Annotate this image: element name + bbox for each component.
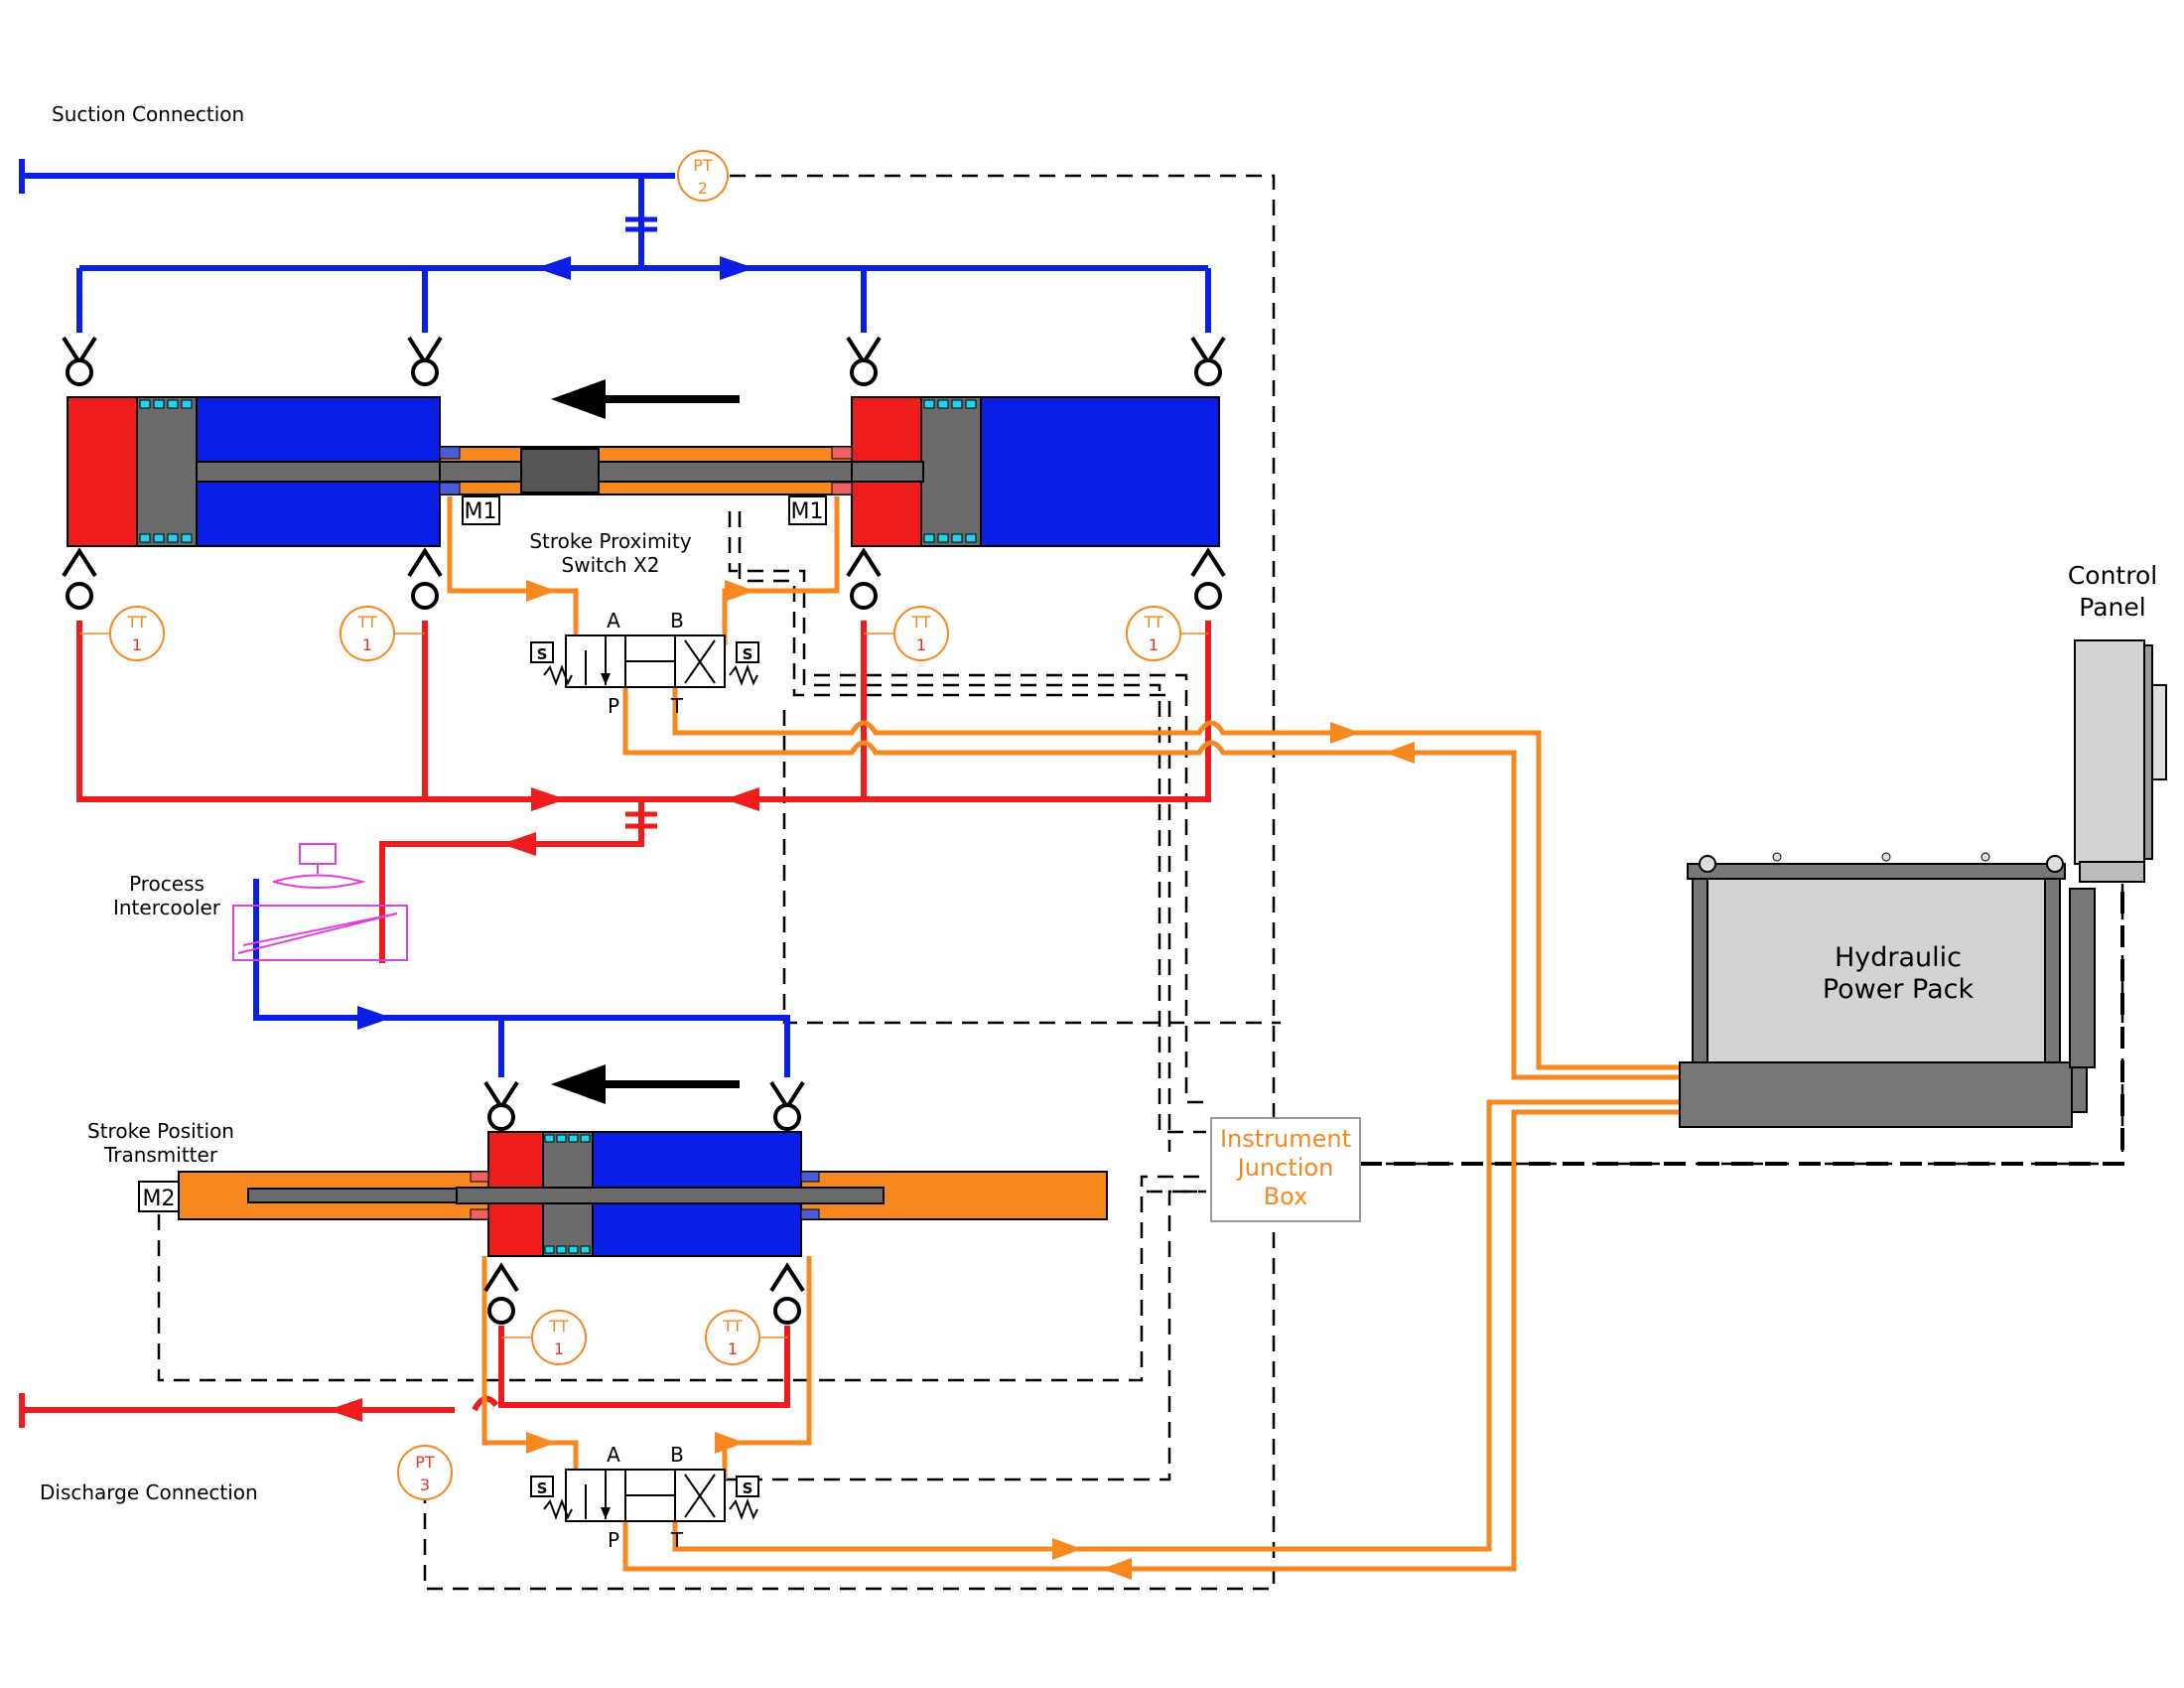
tt1-e-top: TT (548, 1317, 568, 1336)
direction-arrow-bottom (551, 1064, 740, 1104)
tt1-f-bot: 1 (728, 1339, 738, 1358)
control-panel (2074, 639, 2167, 883)
hpp-label-2: Power Pack (1823, 974, 1975, 1005)
valve-bot-p: P (608, 1528, 619, 1552)
tt1-d-bot: 1 (1149, 635, 1159, 654)
pt2-top: PT (693, 156, 713, 175)
tt1-c-top: TT (910, 613, 930, 632)
tt1-b-bot: 1 (362, 635, 372, 654)
suction-label: Suction Connection (52, 102, 244, 126)
tt1-c-bot: 1 (916, 635, 926, 654)
spt-label-2: Transmitter (103, 1143, 218, 1167)
flow-arrows-orange (526, 580, 1415, 1580)
m1-right-label: M1 (791, 499, 824, 524)
process-intercooler (232, 843, 408, 961)
hpp-label-1: Hydraulic (1835, 942, 1962, 973)
m2-box (138, 1181, 180, 1212)
flow-arrows-blue (357, 256, 754, 1030)
hydraulic-lines (447, 496, 1683, 1572)
stroke-prox-label-2: Switch X2 (562, 553, 660, 577)
flow-arrows-red (328, 787, 759, 1422)
tt1-b-top: TT (356, 613, 376, 632)
valve-bot-t: T (670, 1528, 684, 1552)
check-valves-first-stage (62, 336, 1226, 610)
pt3-top: PT (415, 1453, 435, 1472)
suction-flange (625, 216, 657, 232)
valve-top-p: P (608, 694, 619, 718)
discharge-label: Discharge Connection (40, 1480, 258, 1504)
valve-top-t: T (670, 694, 684, 718)
second-stage-cylinder (178, 1131, 1108, 1257)
pt2-bot: 2 (698, 179, 708, 198)
check-valves-second-stage (483, 1080, 805, 1325)
tt1-d-top: TT (1143, 613, 1162, 632)
hydraulic-power-pack (1679, 852, 2096, 1128)
valve-bot-b: B (670, 1443, 684, 1467)
pt3-bot: 3 (420, 1476, 430, 1494)
first-stage-hydraulic-cylinder (439, 446, 853, 495)
tt1-a-top: TT (126, 613, 146, 632)
directional-valve-top (530, 634, 759, 688)
tt1-a-bot: 1 (132, 635, 142, 654)
m2-label: M2 (143, 1187, 176, 1211)
m1-right-box (788, 495, 827, 525)
control-panel-label-1: Control (2068, 561, 2157, 590)
spt-label-1: Stroke Position (87, 1119, 234, 1143)
instrument-junction-box (1210, 1117, 1361, 1222)
valve-bot-a: A (607, 1443, 620, 1467)
tt1-e-bot: 1 (554, 1339, 564, 1358)
ijb-label-3: Box (1264, 1183, 1308, 1210)
stroke-prox-label-1: Stroke Proximity (529, 529, 691, 553)
m1-left-box (462, 495, 500, 525)
direction-arrow-top (551, 379, 740, 419)
directional-valve-bottom (530, 1469, 759, 1522)
m1-left-label: M1 (465, 499, 497, 524)
intercooler-label-1: Process (129, 872, 205, 896)
ijb-label-2: Junction (1236, 1154, 1334, 1182)
valve-top-s-right: S (743, 645, 753, 663)
tt1-f-top: TT (722, 1317, 742, 1336)
intercooler-label-2: Intercooler (113, 896, 221, 919)
control-panel-label-2: Panel (2079, 593, 2145, 622)
ijb-label-1: Instrument (1220, 1125, 1351, 1153)
valve-top-s-left: S (537, 645, 548, 663)
instrument-leaders (79, 633, 1208, 1338)
valve-top-a: A (607, 609, 620, 633)
discharge-piping (19, 621, 1211, 1428)
valve-top-b: B (670, 609, 684, 633)
signal-lines-heavy (1360, 889, 2124, 1166)
instrument-bubbles (109, 150, 1181, 1500)
discharge-flange (625, 811, 657, 829)
valve-bot-s-right: S (743, 1479, 753, 1497)
valve-bot-s-left: S (537, 1479, 548, 1497)
